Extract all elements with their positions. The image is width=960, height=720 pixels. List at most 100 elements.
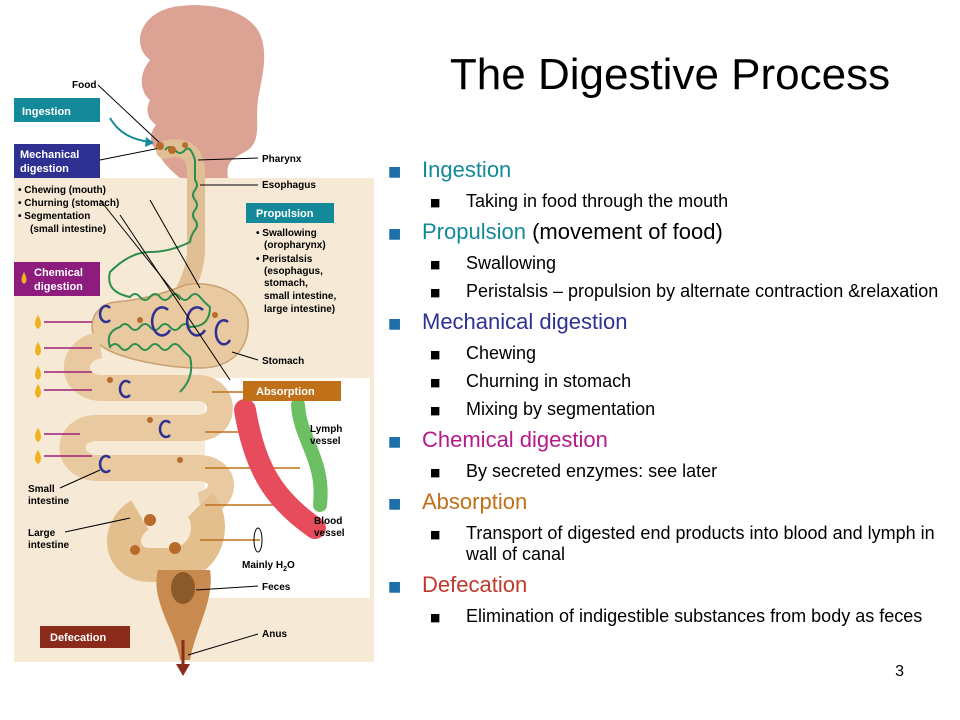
sub-bullet: ■ Taking in food through the mouth <box>430 191 948 212</box>
feces-label: Feces <box>262 582 291 593</box>
sub-bullet-marker: ■ <box>430 466 441 479</box>
mechanical-box-label-2: digestion <box>20 163 69 175</box>
sub-bullet: ■ Chewing <box>430 343 948 364</box>
propulsion-box-label: Propulsion <box>256 208 314 220</box>
pharynx-label: Pharynx <box>262 154 302 165</box>
h2o-label: Mainly H2O <box>242 560 295 573</box>
ingestion-box-label: Ingestion <box>22 106 71 118</box>
food-label: Food <box>72 80 96 91</box>
head-silhouette <box>140 5 265 179</box>
bullet-marker: ■ <box>388 579 402 595</box>
sub-bullet-text: Elimination of indigestible substances f… <box>466 606 923 626</box>
defecation-box-label: Defecation <box>50 632 107 644</box>
sub-bullet-text: Transport of digested end products into … <box>466 523 935 564</box>
sub-bullet-text: Chewing <box>466 343 537 363</box>
small-intestine-label-1: Small <box>28 484 55 495</box>
sub-bullet-marker: ■ <box>430 376 441 389</box>
ingestion-box <box>14 98 100 122</box>
sub-bullet-text: Peristalsis – propulsion by alternate co… <box>466 281 939 301</box>
sub-bullet-text: Churning in stomach <box>466 371 632 391</box>
bullet-label: Chemical digestion <box>422 427 608 452</box>
enzyme-arrows <box>44 321 92 457</box>
large-intestine-label-2: intestine <box>28 540 70 551</box>
svg-text:• Swallowing: • Swallowing <box>256 228 317 239</box>
absorption-box-label: Absorption <box>256 386 315 398</box>
absorption-box <box>243 381 341 401</box>
small-intestine-tube <box>59 332 234 518</box>
rectum-shape <box>156 570 211 660</box>
sub-bullet-marker: ■ <box>430 286 441 299</box>
large-intestine-tube <box>107 492 225 582</box>
food-arrowhead <box>145 137 154 147</box>
large-intestine-label-1: Large <box>28 528 56 539</box>
water-marker <box>253 527 263 553</box>
sub-bullet: ■ Peristalsis – propulsion by alternate … <box>430 281 948 302</box>
small-intestine-label-2: intestine <box>28 496 70 507</box>
food-path <box>107 146 212 393</box>
chemical-box-label-2: digestion <box>34 281 83 293</box>
blood-label-2: vessel <box>314 528 345 539</box>
lymph-label-2: vessel <box>310 436 341 447</box>
defecation-box <box>40 626 130 648</box>
page-title: The Digestive Process <box>449 50 891 99</box>
chemical-box-label-1: Chemical <box>34 267 83 279</box>
bullet-absorption: ■ Absorption <box>388 488 948 516</box>
stomach-label: Stomach <box>262 356 304 367</box>
anus-arrowhead <box>176 664 190 676</box>
chemical-box <box>14 262 100 296</box>
sub-bullet: ■Elimination of indigestible substances … <box>430 606 948 627</box>
sub-bullet-marker: ■ <box>430 404 441 417</box>
sub-bullet-marker: ■ <box>430 258 441 271</box>
digestive-diagram: Ingestion Mechanical digestion Propulsio… <box>14 5 374 676</box>
svg-text:• Churning (stomach): • Churning (stomach) <box>18 198 119 209</box>
sub-bullet: ■ Transport of digested end products into… <box>430 523 948 565</box>
bullet-defecation: ■ Defecation <box>388 571 948 599</box>
bullet-marker: ■ <box>388 434 402 450</box>
bullet-marker: ■ <box>388 496 402 512</box>
bullet-suffix: (movement of food) <box>525 219 723 244</box>
sub-bullet-marker: ■ <box>430 528 441 541</box>
svg-text:(small intestine): (small intestine) <box>30 224 106 235</box>
bullet-chemical-digestion: ■ Chemical digestion <box>388 426 948 454</box>
chemical-drop-icon <box>21 272 27 284</box>
bullet-label: Absorption <box>422 489 528 514</box>
svg-text:(esophagus,: (esophagus, <box>264 266 323 277</box>
bullet-label: Mechanical digestion <box>422 309 628 334</box>
bullet-label: Propulsion <box>422 219 526 244</box>
svg-text:• Segmentation: • Segmentation <box>18 211 90 222</box>
bullet-label: Ingestion <box>422 157 512 182</box>
blood-vessel <box>234 399 326 539</box>
sub-bullet-text: Taking in food through the mouth <box>466 191 729 211</box>
svg-text:(oropharynx): (oropharynx) <box>264 240 326 251</box>
bullet-marker: ■ <box>388 226 402 242</box>
feces-lump <box>171 572 195 604</box>
blood-label-1: Blood <box>314 516 342 527</box>
sub-bullet-text: By secreted enzymes: see later <box>466 461 718 481</box>
lymph-label-1: Lymph <box>310 424 342 435</box>
bullet-marker: ■ <box>388 316 402 332</box>
svg-text:• Chewing (mouth): • Chewing (mouth) <box>18 185 106 196</box>
svg-text:stomach,: stomach, <box>264 278 308 289</box>
lymph-vessel <box>291 398 328 512</box>
sub-bullet-marker: ■ <box>430 348 441 361</box>
bullet-mechanical-digestion: ■ Mechanical digestion <box>388 308 948 336</box>
sub-bullet-marker: ■ <box>430 196 441 209</box>
sub-bullet: ■ Mixing by segmentation <box>430 399 948 420</box>
mechanical-list: • Chewing (mouth) • Churning (stomach) •… <box>18 185 119 235</box>
food-arrow <box>109 117 151 143</box>
bullet-ingestion: ■ Ingestion <box>388 156 948 184</box>
bullet-propulsion: ■ Propulsion (movement of food) <box>388 218 948 246</box>
svg-text:• Peristalsis: • Peristalsis <box>256 254 313 265</box>
sub-bullet-text: Mixing by segmentation <box>466 399 656 419</box>
mechanical-box <box>14 144 100 178</box>
anus-label: Anus <box>262 629 287 640</box>
bullet-marker: ■ <box>388 164 402 180</box>
sub-bullet: ■ By secreted enzymes: see later <box>430 461 948 482</box>
propulsion-list: • Swallowing (oropharynx) • Peristalsis … <box>256 228 336 315</box>
mechanical-box-label-1: Mechanical <box>20 149 79 161</box>
sub-bullet: ■ Churning in stomach <box>430 371 948 392</box>
esophagus-label: Esophagus <box>262 180 316 191</box>
bullet-label: Defecation <box>422 572 528 597</box>
food-lumps <box>107 142 218 555</box>
svg-text:large intestine): large intestine) <box>264 304 335 315</box>
